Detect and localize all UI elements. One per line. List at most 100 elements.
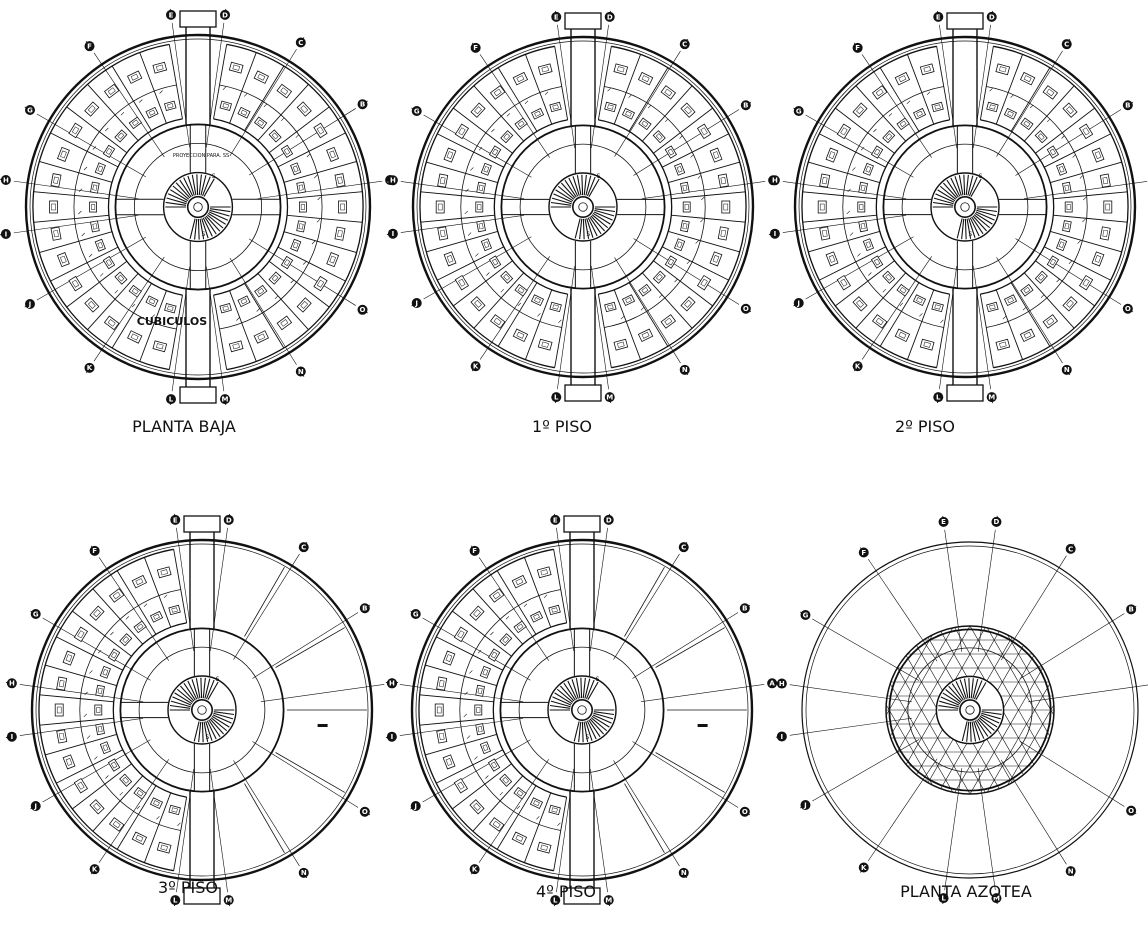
- entry-box: [564, 12, 602, 30]
- axis-letter-k: K: [87, 364, 93, 372]
- stair-tread: [973, 721, 981, 741]
- desk: [1062, 220, 1072, 233]
- desk: [717, 173, 729, 188]
- door-swing: [1079, 175, 1084, 179]
- desk: [338, 200, 347, 214]
- desk: [164, 100, 177, 112]
- desk: [489, 85, 506, 100]
- lattice-line: [886, 626, 1034, 794]
- core-wall: [500, 124, 666, 290]
- door-swing: [88, 253, 93, 258]
- partition: [92, 749, 124, 766]
- stair-tread: [210, 717, 228, 732]
- desk: [442, 754, 456, 770]
- chair: [899, 120, 907, 128]
- plan-title-planta-baja: PLANTA BAJA: [132, 417, 236, 436]
- chair: [77, 630, 85, 639]
- plan-title-2-piso: 2º PISO: [895, 417, 955, 436]
- desk: [986, 301, 999, 313]
- desk: [145, 106, 159, 119]
- partition: [882, 272, 907, 299]
- axis-letter-i: I: [391, 733, 394, 741]
- partition: [158, 595, 172, 628]
- axis-letter-i: I: [392, 230, 395, 238]
- axis-line: [1028, 684, 1148, 703]
- axis-line: [233, 760, 300, 867]
- partition: [936, 327, 945, 368]
- lattice-line: [886, 626, 1010, 794]
- desk: [819, 226, 831, 241]
- chair: [1102, 177, 1109, 185]
- stair-tread: [166, 197, 187, 205]
- axis-tick: [300, 371, 305, 377]
- stair-tread: [971, 216, 984, 235]
- axis-tick: [991, 10, 993, 17]
- desk: [871, 85, 888, 100]
- chair: [257, 119, 265, 127]
- axis-line: [176, 768, 195, 893]
- door-swing: [1010, 94, 1014, 98]
- axis-letter-b: B: [743, 102, 748, 110]
- stair-tread: [193, 721, 200, 742]
- stair-tread: [179, 685, 195, 702]
- desk: [95, 723, 105, 736]
- axis-letter-o: O: [360, 306, 366, 314]
- stair-tread: [169, 189, 189, 202]
- axis-line: [589, 768, 608, 893]
- partition: [1023, 272, 1048, 299]
- partition: [321, 218, 363, 223]
- chair: [437, 203, 443, 211]
- chair: [865, 241, 872, 248]
- core-wall: [882, 124, 1048, 290]
- chair: [641, 331, 650, 339]
- chair: [300, 301, 309, 309]
- desk: [89, 605, 105, 621]
- axis-tick: [0, 233, 6, 236]
- stair-column-inner: [960, 202, 970, 212]
- axis-tick: [300, 37, 305, 43]
- desk: [133, 786, 147, 800]
- stair-tread: [554, 692, 573, 705]
- chair: [617, 66, 625, 73]
- partition: [99, 131, 128, 154]
- stair-tread: [211, 715, 230, 728]
- chair: [117, 132, 125, 140]
- door-swing: [679, 135, 683, 139]
- partition: [855, 151, 887, 168]
- ring-wall-inner: [213, 118, 289, 296]
- partition: [661, 151, 693, 168]
- partition: [262, 312, 285, 349]
- desk: [476, 181, 486, 194]
- axis-letter-a: A: [769, 680, 775, 688]
- door-swing: [469, 670, 473, 674]
- chair: [473, 609, 481, 618]
- partition: [465, 172, 499, 184]
- stair-mark: S: [586, 231, 590, 238]
- chair: [923, 341, 931, 348]
- stair-tread: [958, 175, 964, 196]
- partition: [316, 161, 357, 174]
- stair-tread: [208, 719, 221, 738]
- partition: [473, 85, 502, 117]
- partition: [229, 290, 243, 324]
- partition: [66, 106, 100, 133]
- door-swing: [1077, 240, 1081, 244]
- open-partition: [655, 752, 726, 793]
- desk: [57, 146, 70, 162]
- partition: [173, 549, 182, 590]
- partition: [485, 260, 513, 282]
- chair: [491, 258, 499, 266]
- stair-tread: [557, 185, 575, 200]
- axis-tick: [991, 397, 993, 404]
- door-swing: [151, 314, 156, 318]
- axis-line: [1015, 238, 1122, 305]
- axis-tick: [684, 369, 689, 376]
- chair: [540, 844, 548, 851]
- chair: [493, 317, 502, 326]
- chair: [989, 104, 996, 110]
- axis-tick: [683, 872, 688, 879]
- partition: [111, 312, 134, 349]
- partition: [597, 293, 605, 328]
- chair: [71, 126, 80, 135]
- stair-tread: [206, 720, 217, 740]
